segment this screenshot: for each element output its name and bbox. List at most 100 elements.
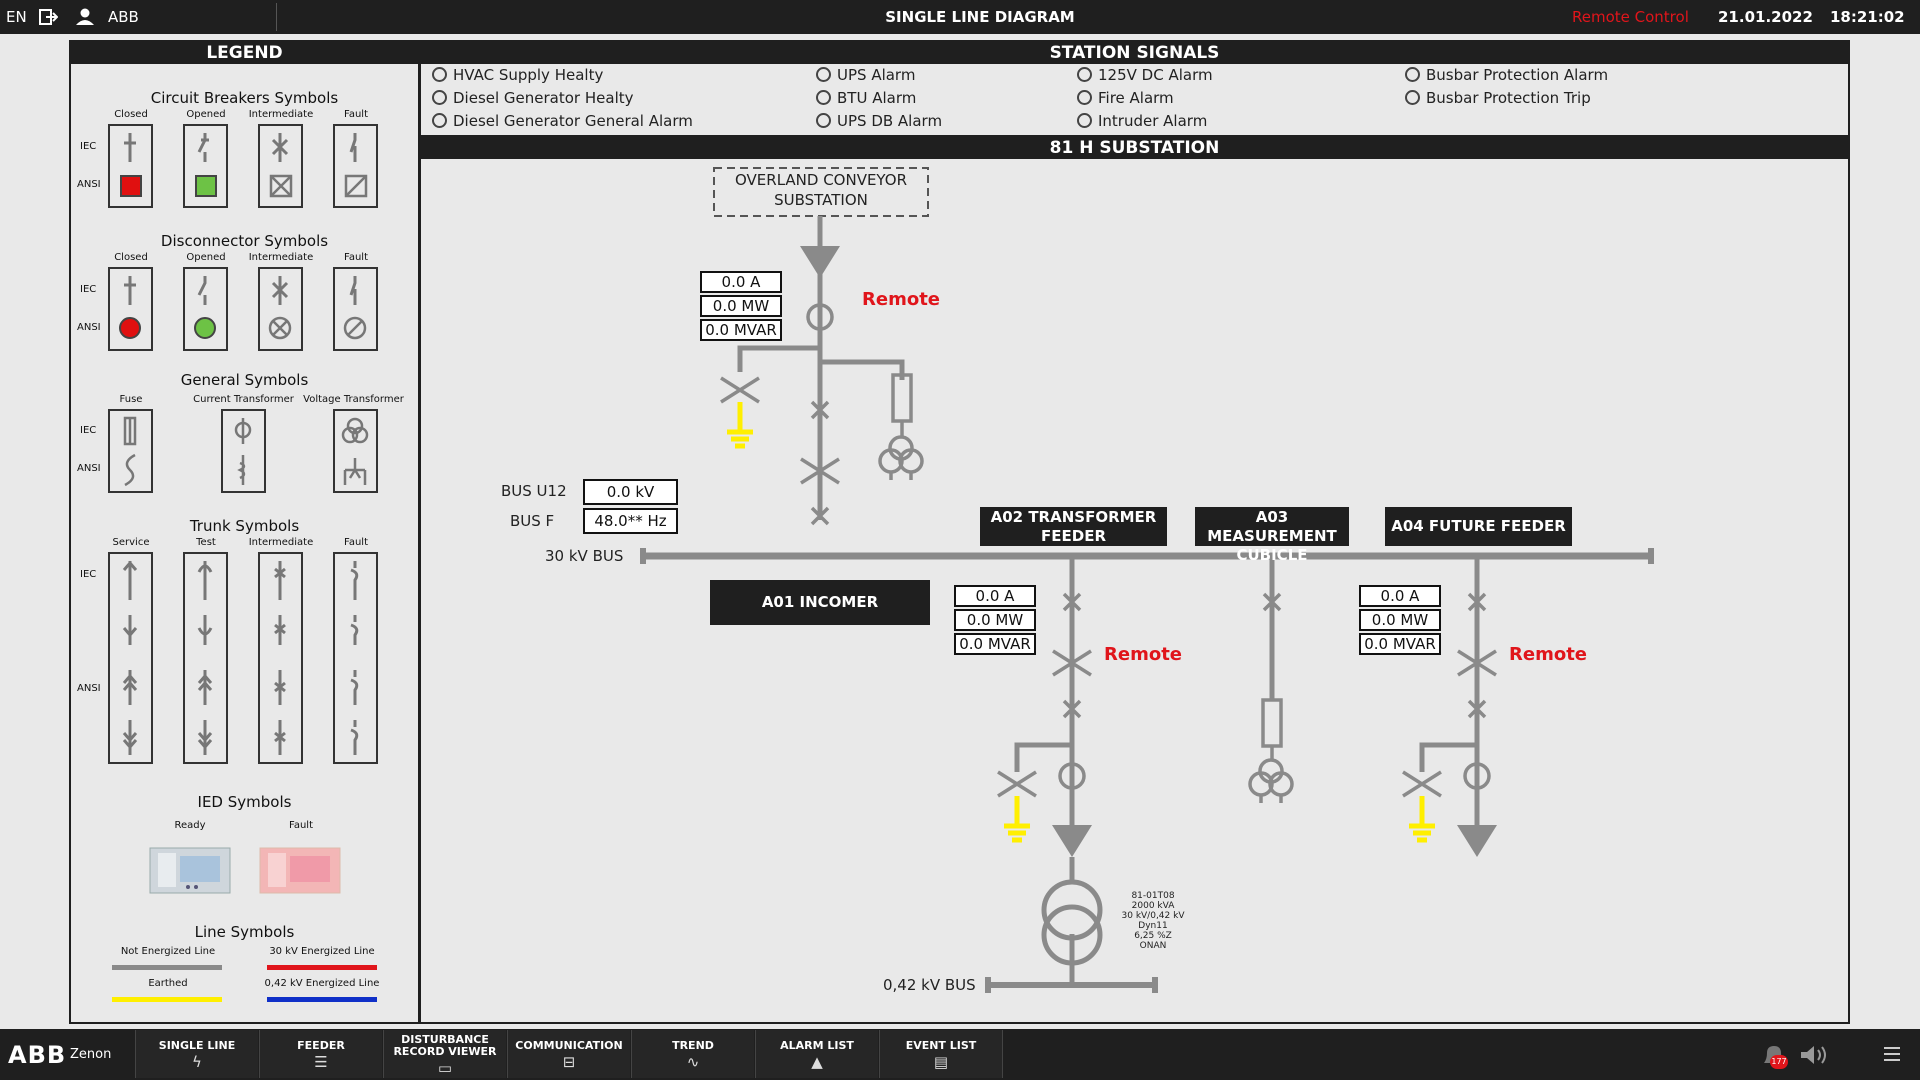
control-mode-status: Remote Control: [1572, 8, 1689, 26]
a02-reactive-power: 0.0 MVAR: [954, 633, 1036, 655]
col-label: Intermediate: [248, 252, 314, 263]
col-label: Opened: [186, 109, 226, 120]
line-label: Earthed: [148, 978, 188, 989]
nav-label: DISTURBANCE RECORD VIEWER: [393, 1033, 497, 1058]
col-label: Test: [196, 537, 216, 548]
current-time: 18:21:02: [1830, 8, 1905, 26]
line-label: Not Energized Line: [120, 946, 216, 957]
breaker-intermediate-symbol: [258, 124, 303, 208]
transformer-vector-group: Dyn11: [1138, 921, 1168, 931]
station-signals-title: STATION SIGNALS: [421, 42, 1848, 64]
energized-30kv-line-sample: [267, 965, 377, 970]
a04-arrow: [1457, 825, 1497, 857]
row-label: IEC: [80, 569, 97, 580]
incomer-active-power: 0.0 MW: [700, 295, 782, 317]
row-label: IEC: [80, 284, 97, 295]
a03-measurement-cubicle-button[interactable]: A03 MEASUREMENT CUBICLE: [1195, 507, 1349, 564]
network-icon: ⊟: [562, 1053, 576, 1071]
signal-label: Diesel Generator General Alarm: [453, 112, 693, 130]
col-label: Ready: [174, 820, 206, 831]
col-label: Intermediate: [248, 537, 314, 548]
legend-title: LEGEND: [71, 42, 418, 64]
speaker-icon[interactable]: [1798, 1043, 1830, 1067]
a04-reactive-power: 0.0 MVAR: [1359, 633, 1441, 655]
list-icon: ☰: [314, 1053, 328, 1071]
nav-label: EVENT LIST: [905, 1039, 977, 1052]
user-icon[interactable]: [75, 0, 95, 34]
general-title: General Symbols: [180, 371, 309, 389]
a01-incomer-button[interactable]: A01 INCOMER: [710, 580, 930, 625]
transformer-voltage: 30 kV/0,42 kV: [1121, 911, 1185, 921]
incomer-arrow: [800, 246, 840, 278]
not-energized-line-sample: [112, 965, 222, 970]
incomer-reactive-power: 0.0 MVAR: [700, 319, 782, 341]
a04-remote-status: Remote: [1509, 644, 1588, 665]
nav-alarm-list[interactable]: ALARM LIST ▲: [755, 1030, 878, 1078]
a04-current-transformer: [1463, 762, 1491, 790]
signal-label: Busbar Protection Alarm: [1426, 66, 1609, 84]
row-label: ANSI: [77, 683, 101, 694]
signal-btu-alarm: BTU Alarm: [816, 87, 916, 109]
col-label: Fault: [289, 820, 313, 831]
col-label: Service: [112, 537, 150, 548]
trunk-title: Trunk Symbols: [189, 517, 300, 535]
breaker-opened-symbol: [183, 124, 228, 208]
row-label: IEC: [80, 425, 97, 436]
signal-indicator: [816, 66, 831, 82]
signal-indicator: [1077, 89, 1092, 105]
breaker-closed-symbol: [108, 124, 153, 208]
signal-indicator: [432, 66, 447, 82]
row-label: ANSI: [77, 463, 101, 474]
nav-label: SINGLE LINE: [158, 1039, 236, 1052]
lines-title: Line Symbols: [194, 923, 295, 941]
signal-diesel-healthy: Diesel Generator Healty: [432, 87, 634, 109]
language-selector[interactable]: EN: [6, 8, 27, 26]
col-label: Fuse: [119, 394, 143, 405]
topbar-divider: [276, 3, 277, 31]
nav-disturbance-record-viewer[interactable]: DISTURBANCE RECORD VIEWER ▭: [383, 1030, 506, 1078]
nav-communication[interactable]: COMMUNICATION ⊟: [507, 1030, 630, 1078]
nav-event-list[interactable]: EVENT LIST ▤: [879, 1030, 1003, 1078]
transformer-impedance: 6,25 %Z: [1134, 931, 1172, 941]
menu-icon[interactable]: [1882, 1044, 1902, 1064]
top-bar: EN ABB SINGLE LINE DIAGRAM Remote Contro…: [0, 0, 1920, 34]
row-label: IEC: [80, 141, 97, 152]
source-substation-label: OVERLAND CONVEYOR SUBSTATION: [734, 171, 908, 209]
signal-indicator: [432, 89, 447, 105]
bus-voltage-label: BUS U12: [501, 482, 567, 500]
signal-ups-db-alarm: UPS DB Alarm: [816, 110, 942, 132]
signal-indicator: [816, 112, 831, 128]
alarm-notification-icon[interactable]: 177: [1760, 1043, 1788, 1069]
signal-busbar-alarm: Busbar Protection Alarm: [1405, 64, 1608, 86]
col-label: Opened: [186, 252, 226, 263]
legend-graphics: [108, 124, 378, 1002]
signal-125v-dc: 125V DC Alarm: [1077, 64, 1213, 86]
a04-current: 0.0 A: [1359, 585, 1441, 607]
line-label: 0,42 kV Energized Line: [264, 978, 380, 989]
a02-arrow: [1052, 825, 1092, 857]
nav-single-line[interactable]: SINGLE LINE ϟ: [135, 1030, 258, 1078]
current-date: 21.01.2022: [1718, 8, 1813, 26]
substation-panel: [419, 135, 1850, 1024]
record-viewer-icon: ▭: [437, 1059, 453, 1077]
nav-label: FEEDER: [297, 1039, 345, 1052]
ied-title: IED Symbols: [197, 793, 292, 811]
a02-transformer-feeder-button[interactable]: A02 TRANSFORMER FEEDER: [980, 507, 1167, 546]
incomer-current-transformer: [806, 303, 834, 331]
signal-indicator: [1077, 66, 1092, 82]
ied-ready-icon: [149, 847, 231, 894]
breaker-fault-symbol: [333, 124, 378, 208]
signal-label: BTU Alarm: [837, 89, 917, 107]
logout-icon[interactable]: [38, 0, 59, 34]
a04-future-feeder-button[interactable]: A04 FUTURE FEEDER: [1385, 507, 1572, 546]
a02-current: 0.0 A: [954, 585, 1036, 607]
signal-indicator: [816, 89, 831, 105]
nav-label: TREND: [672, 1039, 714, 1052]
bus-voltage-value: 0.0 kV: [583, 479, 678, 505]
nav-trend[interactable]: TREND ∿: [631, 1030, 754, 1078]
incomer-current: 0.0 A: [700, 271, 782, 293]
row-label: ANSI: [77, 322, 101, 333]
col-label: Closed: [114, 109, 148, 120]
nav-feeder[interactable]: FEEDER ☰: [259, 1030, 382, 1078]
single-line-diagram: [640, 167, 1654, 993]
